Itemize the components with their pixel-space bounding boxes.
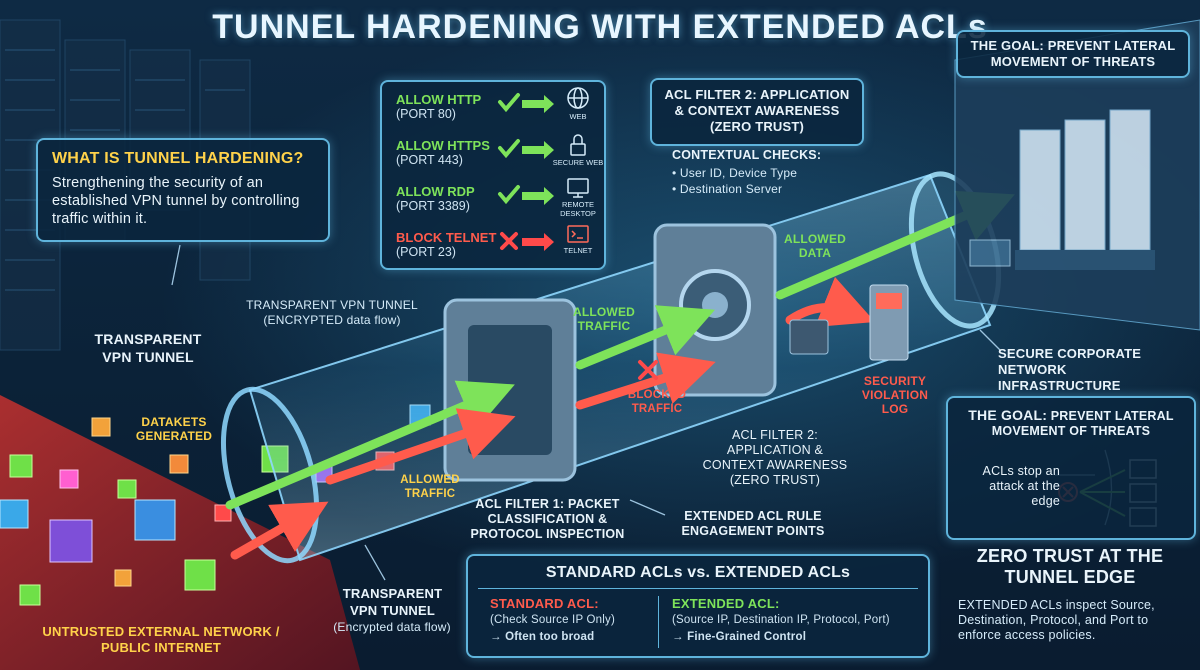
comparison-title: STANDARD ACLs vs. EXTENDED ACLs [545,564,851,581]
contextual-checks-heading: CONTEXTUAL CHECKS: [672,148,822,162]
acl-comparison-panel: STANDARD ACLs vs. EXTENDED ACLs STANDARD… [466,554,930,658]
goal-right-panel: THE GOAL: PREVENT LATERAL MOVEMENT OF TH… [946,396,1196,540]
encrypted-flow-label: (Encrypted data flow) [333,620,451,634]
engagement-points-label: EXTENDED ACL RULE ENGAGEMENT POINTS [681,509,825,538]
acl-filter-1-label: ACL FILTER 1: PACKET CLASSIFICATION & PR… [470,497,625,541]
rule-telnet: BLOCK TELNET (PORT 23) [396,230,496,260]
rule-indicators [498,87,589,251]
allowed-data-label: ALLOWED DATA [783,232,847,260]
lock-icon [570,134,586,156]
contextual-check-1: • User ID, Device Type [672,166,798,180]
untrusted-zone [0,395,360,670]
acl-filter-2-panel: ACL FILTER 2: APPLICATION & CONTEXT AWAR… [650,78,864,146]
rule-https-label: ALLOW HTTPS [396,138,490,153]
acl-rules-panel: ALLOW HTTP (PORT 80) ALLOW HTTPS (PORT 4… [380,80,606,270]
what-is-body: Strengthening the security of an establi… [52,175,300,227]
rule-http: ALLOW HTTP (PORT 80) [396,92,481,122]
transparent-vpn-note: TRANSPARENT VPN TUNNEL (ENCRYPTED data f… [246,298,418,327]
comparison-divider [478,588,918,589]
allowed-traffic-low: ALLOWED TRAFFIC [400,474,460,500]
comparison-separator [658,596,659,648]
what-is-heading: WHAT IS TUNNEL HARDENING? [52,150,304,167]
extended-acl-heading: EXTENDED ACL: [672,596,780,611]
goal-top-text: THE GOAL: PREVENT LATERAL MOVEMENT OF TH… [970,38,1176,69]
rule-http-port: (PORT 80) [396,107,456,121]
standard-acl-verdict: → Often too broad [490,631,595,643]
goal-top-panel: THE GOAL: PREVENT LATERAL MOVEMENT OF TH… [956,30,1190,78]
security-violation-log-label: SECURITY VIOLATION LOG [861,374,929,416]
blocked-traffic-label: BLOCKED TRAFFIC [627,389,687,415]
page-title: TUNNEL HARDENING WITH EXTENDED ACLs [212,8,988,46]
untrusted-network-label: UNTRUSTED EXTERNAL NETWORK / PUBLIC INTE… [42,624,280,655]
contextual-check-2: • Destination Server [672,182,783,196]
goal-right-heading-rest: PREVENT LATERAL MOVEMENT OF THREATS [991,409,1174,438]
transparent-vpn-label-2: TRANSPARENT VPN TUNNEL [342,586,443,618]
rule-https-port: (PORT 443) [396,153,463,167]
goal-right-heading: THE GOAL: PREVENT LATERAL MOVEMENT OF TH… [956,408,1186,439]
security-log-terminal [789,284,909,361]
standard-acl-detail: (Check Source IP Only) [490,614,615,626]
datakets-label: DATAKETS GENERATED [135,415,213,443]
acl-filter-2-title: ACL FILTER 2: APPLICATION & CONTEXT AWAR… [664,87,850,134]
cross-icon [500,232,518,250]
blocked-x-mark [638,360,658,380]
acl-filter-2-lower-label: ACL FILTER 2: APPLICATION & CONTEXT AWAR… [702,428,848,487]
extended-acl-verdict: → Fine-Grained Control [672,631,807,643]
check-icon [498,93,520,113]
transparent-vpn-label-1: TRANSPARENT VPN TUNNEL [94,331,202,365]
zero-trust-body: EXTENDED ACLs inspect Source, Destinatio… [958,598,1155,642]
rule-http-label: ALLOW HTTP [396,92,482,107]
check-icon [498,185,520,205]
goal-right-heading-bold: THE GOAL: [968,407,1048,423]
rule-rdp-port: (PORT 3389) [396,199,470,213]
secure-corp-label: SECURE CORPORATE NETWORK INFRASTRUCTURE [998,346,1142,393]
remote-desktop-icon-label: REMOTE DESKTOP [560,200,596,218]
rule-telnet-label: BLOCK TELNET [396,230,497,245]
standard-acl-heading: STANDARD ACL: [490,596,599,611]
acl-edge-note: ACLs stop an attack at the edge [982,464,1060,508]
allowed-traffic-mid: ALLOWED TRAFFIC [572,305,636,333]
check-icon [498,139,520,159]
terminal-icon [567,225,589,243]
data-center-room [954,19,1200,331]
secure-web-icon-label: SECURE WEB [552,158,604,167]
rule-rdp: ALLOW RDP (PORT 3389) [396,184,475,214]
extended-acl-detail: (Source IP, Destination IP, Protocol, Po… [672,614,890,626]
monitor-icon [567,178,589,198]
rule-rdp-label: ALLOW RDP [396,184,475,199]
what-is-panel: WHAT IS TUNNEL HARDENING? Strengthening … [36,138,330,242]
telnet-icon-label: TELNET [563,246,593,255]
rule-https: ALLOW HTTPS (PORT 443) [396,138,490,168]
zero-trust-heading: ZERO TRUST AT THE TUNNEL EDGE [976,546,1164,587]
rule-telnet-port: (PORT 23) [396,245,456,259]
web-icon-label: WEB [569,112,587,121]
globe-icon [567,87,589,109]
